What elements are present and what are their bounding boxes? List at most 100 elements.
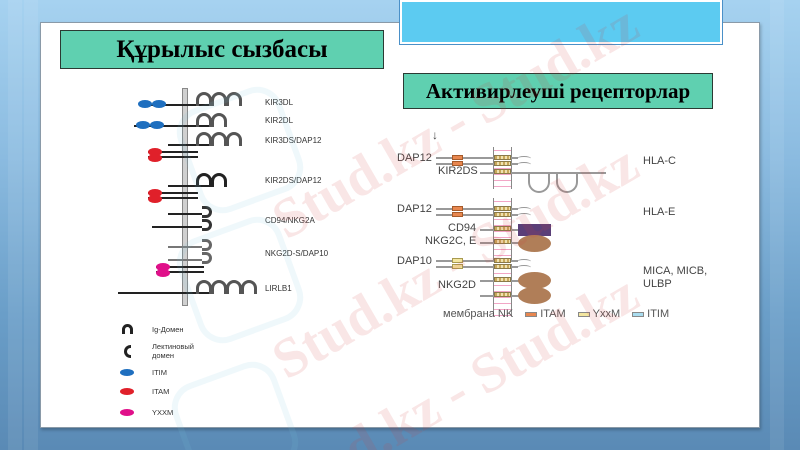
right-diagram-legend: мембрана NK ITAM YxxM ITIM [443,308,669,320]
lectin-domain-icon [202,219,212,231]
transmembrane-domain [494,212,511,217]
background-stripe [24,0,38,450]
receptor-chain [168,259,202,261]
legend-item-lectin: Лектиновый домен [118,342,202,360]
label-dap12-b: DAP12 [397,203,432,215]
dap12-chain [148,197,198,199]
ligand-hla-e: HLA-E [643,206,676,218]
itam-box-icon [452,206,463,211]
background-stripe [770,0,784,450]
extracellular-tail [517,259,531,264]
ig-domain-icon [211,132,227,146]
extracellular-tail [517,265,531,270]
extracellular-tail [517,213,531,218]
label-nkg2ce: NKG2C, E [425,235,477,247]
lectin-domain-icon [202,252,212,264]
label-kir2ds: KIR2DS [438,165,478,177]
lectin-domain-icon [202,239,212,251]
membrane-nk-label: мембрана NK [443,308,514,320]
dap12-chain [148,156,198,158]
yxxm-oval-icon [120,409,134,416]
transmembrane-domain [494,169,511,174]
itim-oval-icon [136,121,150,129]
ig-domain-icon [196,280,212,294]
legend-itam-label: ITAM [540,308,566,320]
receptor-label-kir3dl: KIR3DL [265,98,294,107]
top-header-box [399,0,723,45]
extracellular-tail [517,156,531,161]
arrow-down-icon: ↓ [432,128,438,142]
itam-oval-icon [148,148,162,156]
dap12-chain [148,192,198,194]
label-dap12-a: DAP12 [397,152,432,164]
transmembrane-domain [494,161,511,166]
lectin-domain-icon [202,206,212,218]
label-dap10: DAP10 [397,255,432,267]
ig-domain-icon [226,92,242,106]
ig-domain-icon [196,113,212,127]
dap10-chain [156,271,204,273]
ig-domain-icon [211,280,227,294]
ig-domain-icon [211,92,227,106]
transmembrane-domain [494,226,511,231]
transmembrane-domain [494,239,511,244]
dap10-chain [436,266,518,268]
title-structure-diagram: Құрылыс сызбасы [60,30,384,69]
ig-loop-icon [528,173,550,193]
legend-itim-label: ITIM [647,308,670,320]
yxxm-oval-icon [156,269,170,277]
ig-domain-icon [226,280,242,294]
ig-domain-icon [211,113,227,127]
itam-box-icon [452,161,463,166]
ig-domain-icon [196,173,212,187]
itim-oval-icon [150,121,164,129]
itim-oval-icon [138,100,152,108]
legend-item-yxxm: YXXM [118,408,173,417]
ligand-hla-c: HLA-C [643,155,677,167]
legend-item-itim: ITIM [118,368,167,377]
legend-item-ig: Ig-Домен [118,324,184,334]
yxxm-box-icon [452,258,463,263]
receptor-label-cd94-nkg2a: CD94/NKG2A [265,216,315,225]
dap12-chain [436,214,518,216]
receptor-chain [168,213,202,215]
label-cd94: CD94 [448,222,477,234]
itim-oval-icon [120,369,134,376]
transmembrane-domain [494,292,511,297]
dap12-chain [436,163,518,165]
dap12-chain [148,151,198,153]
ig-domain-icon [226,132,242,146]
background-stripe [8,0,22,450]
ig-domain-icon [241,280,257,294]
ig-domain-icon [196,132,212,146]
transmembrane-domain [494,264,511,269]
itim-swatch-icon [632,311,645,317]
title-structure-text: Құрылыс сызбасы [116,35,328,63]
itam-swatch-icon [525,311,538,317]
itam-oval-icon [148,154,162,162]
yxxm-box-icon [452,264,463,269]
receptor-chain [140,104,210,106]
receptor-label-kir2ds: KIR2DS/DAP12 [265,176,322,185]
left-diagram-legend: Ig-Домен Лектиновый домен ITIM ITAM YXXM [118,320,258,420]
extracellular-tail [517,207,531,212]
receptor-chain [152,226,202,228]
ig-loop-icon [556,173,578,193]
title-activating-receptors: Активирлеуші рецепторлар [403,73,713,109]
itam-oval-icon [120,388,134,395]
receptor-chain [134,125,210,127]
dap12-chain [436,157,518,159]
right-receptor-diagram: ↓ DAP12 KIR2DS HLA-C DAP12 HLA-E CD94 NK… [380,120,720,330]
legend-yxxm-label: YxxM [592,308,621,320]
receptor-chain [168,246,202,248]
cd94-extracellular-domain [518,224,551,236]
itam-oval-icon [148,195,162,203]
membrane-segment [493,147,512,189]
receptor-chain [168,185,210,187]
receptor-chain [168,144,210,146]
receptor-chain [118,292,212,294]
receptor-label-kir2dl: KIR2DL [265,116,294,125]
title-activating-text: Активирлеуші рецепторлар [425,78,691,103]
label-nkg2d: NKG2D [438,279,476,291]
dap12-chain [436,208,518,210]
